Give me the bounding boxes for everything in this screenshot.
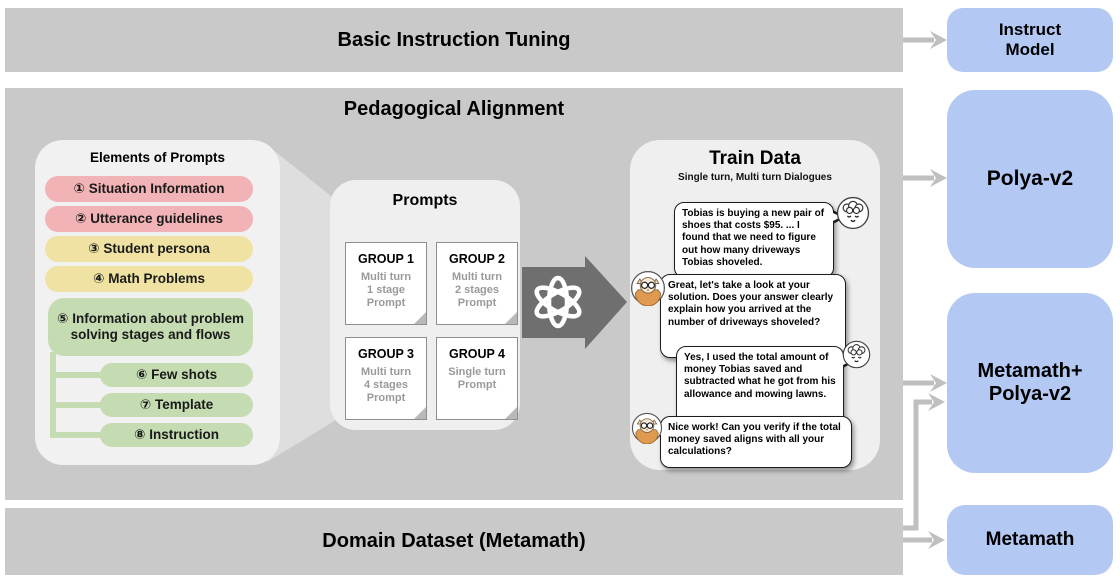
tree-branch-2 (56, 402, 102, 408)
funnel-wedge (267, 145, 336, 462)
metamath-polya-v2-box: Metamath+ Polya-v2 (947, 293, 1113, 473)
funnel-wedge-shape (267, 145, 336, 462)
group3-name: GROUP 3 (357, 347, 415, 361)
group2-desc-line3: Prompt (457, 296, 497, 309)
arrowhead-metamath (928, 531, 945, 549)
elements-of-prompts-panel: Elements of Prompts ① Situation Informat… (35, 140, 280, 465)
tree-branch-1 (56, 372, 102, 378)
group4-name: GROUP 4 (448, 347, 506, 361)
instruct-model-box: Instruct Model (947, 8, 1113, 72)
group2-name: GROUP 2 (448, 252, 506, 266)
pill-student-persona: ③ Student persona (45, 236, 253, 262)
metamath-label: Metamath (985, 529, 1075, 551)
tree-vertical-line (50, 352, 56, 438)
chat-bubble-student-2-text: Yes, I used the total amount of money To… (684, 352, 836, 400)
group1-card: GROUP 1 Multi turn 1 stage Prompt (345, 242, 427, 325)
group1-desc-line1: Multi turn (360, 271, 412, 283)
group3-desc-line2: 4 stages (363, 378, 409, 391)
group4-desc-line1: Single turn (448, 366, 506, 378)
pedagogical-alignment-panel: Pedagogical Alignment Elements of Prompt… (5, 88, 903, 500)
group3-desc: Multi turn 4 stages Prompt (346, 366, 426, 405)
teacher-avatar-icon (630, 270, 666, 306)
group4-card: GROUP 4 Single turn Prompt (436, 337, 518, 420)
pill-instruction: ⑧ Instruction (100, 423, 253, 447)
group2-desc-line2: 2 stages (454, 283, 500, 296)
group1-name: GROUP 1 (357, 252, 415, 266)
metamath-polya-line1: Metamath+ (977, 360, 1083, 382)
group3-card: GROUP 3 Multi turn 4 stages Prompt (345, 337, 427, 420)
group1-desc: Multi turn 1 stage Prompt (346, 271, 426, 310)
pill-problem-solving-info: ⑤ Information about problem solving stag… (48, 298, 253, 356)
instruct-model-line1: Instruct (998, 20, 1062, 40)
group1-desc-line3: Prompt (366, 296, 406, 309)
arrowhead-metapolya-1 (930, 374, 947, 392)
domain-dataset-bar: Domain Dataset (Metamath) (5, 508, 903, 575)
pedagogical-alignment-title: Pedagogical Alignment (343, 98, 565, 120)
train-data-subtitle: Single turn, Multi turn Dialogues (678, 172, 832, 183)
arrowhead-polya (930, 169, 947, 187)
train-data-title: Train Data (709, 148, 801, 169)
metamath-polya-line2: Polya-v2 (988, 383, 1072, 405)
pill-math-problems: ④ Math Problems (45, 266, 253, 292)
pill-utterance-guidelines: ② Utterance guidelines (45, 206, 253, 232)
group3-desc-line1: Multi turn (360, 366, 412, 378)
teacher-avatar-icon (631, 412, 663, 444)
group4-desc: Single turn Prompt (437, 366, 517, 392)
gpt-generation-arrow (522, 256, 627, 349)
instruct-model-line2: Model (1005, 40, 1055, 59)
gpt-arrow-head (585, 256, 627, 349)
student-avatar-icon (836, 196, 870, 230)
polya-v2-box: Polya-v2 (947, 90, 1113, 268)
bubble1-tail-fill (831, 212, 841, 222)
polya-v2-label: Polya-v2 (986, 166, 1074, 190)
chat-bubble-teacher-1-text: Great, let's take a look at your solutio… (668, 280, 834, 328)
tree-branch-3 (56, 432, 102, 438)
basic-instruction-tuning-title: Basic Instruction Tuning (337, 28, 571, 51)
train-data-box: Train Data Single turn, Multi turn Dialo… (630, 140, 880, 470)
domain-dataset-title: Domain Dataset (Metamath) (322, 530, 586, 552)
chat-bubble-teacher-2: Nice work! Can you verify if the total m… (660, 416, 852, 468)
chat-bubble-teacher-1: Great, let's take a look at your solutio… (660, 274, 846, 358)
metamath-box: Metamath (947, 505, 1113, 575)
pill-few-shots: ⑥ Few shots (100, 363, 253, 387)
arrowhead-instruct (930, 31, 947, 49)
arrowhead-metapolya-2 (928, 393, 945, 411)
group2-desc: Multi turn 2 stages Prompt (437, 271, 517, 310)
arrow-domain-to-metamath-polya (903, 399, 932, 531)
pill-template: ⑦ Template (100, 393, 253, 417)
prompts-box: Prompts GROUP 1 Multi turn 1 stage Promp… (330, 180, 520, 430)
chat-bubble-student-1: Tobias is buying a new pair of shoes tha… (674, 202, 834, 278)
group2-card: GROUP 2 Multi turn 2 stages Prompt (436, 242, 518, 325)
student-avatar-icon (842, 340, 871, 369)
pill-situation-information: ① Situation Information (45, 176, 253, 202)
group1-desc-line2: 1 stage (367, 283, 405, 296)
group2-desc-line1: Multi turn (451, 271, 503, 283)
basic-instruction-tuning-bar: Basic Instruction Tuning (5, 8, 903, 72)
group4-desc-line2: Prompt (457, 378, 497, 391)
chat-bubble-teacher-2-text: Nice work! Can you verify if the total m… (668, 422, 841, 458)
openai-logo-icon (534, 275, 582, 329)
group3-desc-line3: Prompt (366, 391, 406, 404)
prompts-title: Prompts (392, 192, 458, 209)
chat-bubble-student-1-text: Tobias is buying a new pair of shoes tha… (682, 208, 825, 268)
elements-of-prompts-title: Elements of Prompts (89, 150, 226, 165)
